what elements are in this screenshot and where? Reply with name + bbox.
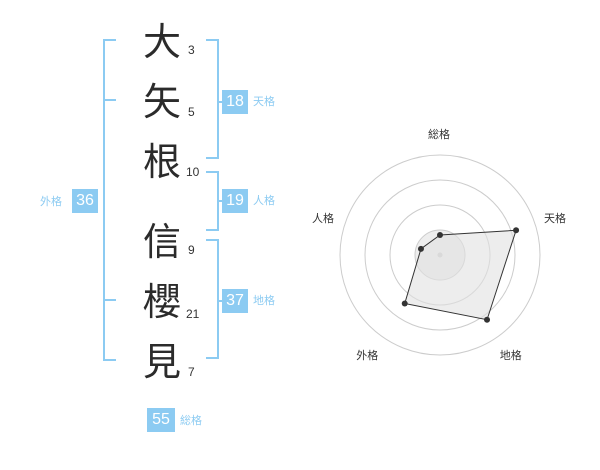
stroke-count-6: 7 bbox=[188, 365, 195, 379]
radar-ring bbox=[339, 154, 541, 356]
radar-axis-label-2: 天格 bbox=[544, 212, 567, 226]
radar-point-5 bbox=[417, 245, 424, 252]
name-char-1: 大 bbox=[142, 20, 181, 64]
radar-point-3 bbox=[484, 316, 491, 323]
chikaku-bracket bbox=[206, 239, 219, 359]
radar-axis-label-1: 総格 bbox=[428, 128, 450, 141]
name-char-3: 根 bbox=[142, 140, 181, 184]
radar-point-2 bbox=[513, 227, 520, 234]
jinkaku-badge: 19 bbox=[222, 189, 248, 213]
tenkaku-label: 天格 bbox=[253, 95, 275, 108]
radar-axis-label-4: 外格 bbox=[356, 348, 379, 362]
name-char-5: 櫻 bbox=[142, 280, 181, 324]
gaikaku-bracket bbox=[103, 39, 116, 361]
radar-ring bbox=[364, 179, 516, 331]
gaikaku-badge: 36 bbox=[72, 189, 98, 213]
name-char-2: 矢 bbox=[142, 80, 181, 124]
radar-axis-label-3: 地格 bbox=[499, 348, 522, 362]
gaikaku-label: 外格 bbox=[40, 195, 62, 208]
name-char-6: 見 bbox=[142, 340, 181, 384]
tenkaku-badge: 18 bbox=[222, 90, 248, 114]
stroke-count-3: 10 bbox=[186, 165, 200, 179]
stroke-count-1: 3 bbox=[188, 43, 195, 57]
stroke-count-2: 5 bbox=[188, 105, 195, 119]
soukaku-badge: 55 bbox=[147, 408, 175, 432]
radar-point-4 bbox=[401, 300, 408, 307]
tenkaku-bracket bbox=[206, 39, 219, 159]
jinkaku-label: 人格 bbox=[253, 194, 275, 207]
chikaku-label: 地格 bbox=[253, 294, 275, 307]
chikaku-badge: 37 bbox=[222, 289, 248, 313]
radar-point-1 bbox=[437, 232, 443, 238]
radar-series-polygon bbox=[404, 229, 517, 321]
stroke-count-5: 21 bbox=[186, 307, 200, 321]
name-char-4: 信 bbox=[142, 220, 181, 264]
soukaku-label: 総格 bbox=[180, 414, 202, 427]
radar-axis-label-5: 人格 bbox=[311, 212, 334, 226]
stroke-count-4: 9 bbox=[188, 243, 195, 257]
